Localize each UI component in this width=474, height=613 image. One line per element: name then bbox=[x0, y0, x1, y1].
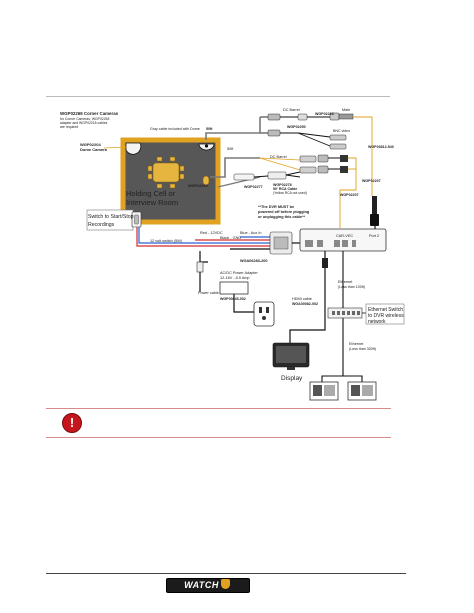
part-02250-label: WGP02250 bbox=[287, 125, 306, 129]
wire-switch-label: 12 volt switch (5W) bbox=[150, 239, 183, 243]
logo-text-right: GUARD bbox=[190, 593, 226, 603]
display-label: Display bbox=[281, 375, 303, 382]
ethernet-run bbox=[321, 251, 405, 382]
watchguard-logo: WATCH GUARD bbox=[166, 578, 250, 603]
ethernet-1-label: Ethernet bbox=[338, 280, 353, 284]
part-02277-label: WGP02277 bbox=[244, 185, 263, 189]
dc-barrel-top-label: DC Barrel bbox=[283, 108, 300, 112]
dvr-port-label: Port 2 bbox=[369, 234, 379, 238]
display-monitor-icon bbox=[272, 342, 310, 370]
exclamation-icon: ! bbox=[62, 413, 82, 433]
shield-icon bbox=[220, 579, 230, 589]
dome-camera-name: Dome Camera bbox=[80, 147, 108, 152]
switch-wires bbox=[136, 227, 300, 255]
table-icon bbox=[152, 162, 180, 183]
dc-and-rca-cables bbox=[210, 154, 357, 228]
power-adapter-label-1: AC/DC Power Adapter bbox=[220, 271, 259, 275]
top-connectors bbox=[267, 112, 373, 196]
cable-50ft-label: 50ft bbox=[227, 147, 234, 151]
workstation-icon-right bbox=[347, 381, 377, 401]
power-adapter-label-2: 12-16V - 8.5 Amp bbox=[220, 276, 250, 280]
logo-text-left: WATCH bbox=[184, 580, 219, 590]
room-label-1: Holding Cell or bbox=[126, 189, 176, 198]
workstation-icon-left bbox=[309, 381, 339, 401]
dome-camera-part: WGP02204 bbox=[80, 142, 101, 147]
bnc-video-label: BNC video bbox=[333, 129, 350, 133]
dc-barrel-mid-label: DC Barrel bbox=[270, 155, 287, 159]
power-cable-label: Power cable bbox=[198, 291, 219, 295]
chairs-icon bbox=[147, 156, 185, 189]
wire-blue-label: Blue - Aux In bbox=[240, 231, 262, 235]
switch-label-2: Recordings bbox=[88, 222, 115, 228]
corner-cameras-note-2: adapter and WGP02218 cables bbox=[60, 121, 108, 125]
rca-cable-label: 50' RCA Cable bbox=[273, 187, 297, 191]
wire-black-label: Black - GND bbox=[220, 236, 241, 240]
gray-cable-length: 50ft bbox=[206, 127, 213, 131]
hdmi-cable-label: HDMI cable bbox=[292, 297, 312, 301]
corner-cameras-note-1: for Corner Cameras, WGP02263 bbox=[60, 117, 109, 121]
part-08082-label: WGA00082-002 bbox=[292, 302, 318, 306]
important-note: ! bbox=[46, 408, 391, 438]
dvr-warning-2: powered off before plugging bbox=[258, 210, 310, 214]
ethernet-2-length: (Less than 300ft) bbox=[349, 347, 376, 351]
switch-box-label-1: Ethernet Switch bbox=[368, 307, 403, 313]
dvr-warning-3: or unplugging this cable** bbox=[258, 215, 306, 219]
ethernet-1-length: (Less than 100ft) bbox=[338, 285, 365, 289]
room-label-2: Interview Room bbox=[126, 198, 178, 207]
part-02208-label: WGP02208 bbox=[188, 184, 208, 188]
part-02207-right-label: WGP02207 bbox=[362, 179, 381, 183]
corner-camera-icon bbox=[125, 142, 142, 155]
power-brick-icon bbox=[219, 281, 249, 295]
rca-note-label: (Yellow RCA not used) bbox=[273, 191, 307, 195]
part-00845-label: WGP00845-002 bbox=[220, 297, 246, 301]
header-rule bbox=[46, 96, 390, 97]
gray-cable-label: Gray cable included with Dome bbox=[150, 127, 200, 131]
port2-connector bbox=[370, 196, 379, 230]
part-02207-mid-label: WGP02207 bbox=[340, 193, 359, 197]
corner-cameras-note-3: are required bbox=[60, 125, 78, 129]
gray-dome-cable bbox=[205, 116, 268, 140]
dvr-model-label: CAR-VEC bbox=[336, 234, 353, 238]
male-label: Male bbox=[342, 108, 350, 112]
outlet-icon bbox=[253, 301, 275, 327]
switch-box-label-3: network bbox=[368, 319, 386, 325]
part-02218-label: WGP02218 bbox=[315, 112, 334, 116]
hdmi-cable bbox=[289, 251, 328, 344]
switch-label-1: Switch to Start/Stop bbox=[88, 214, 134, 220]
power-adapter bbox=[196, 251, 275, 327]
holding-room: Holding Cell or Interview Room WGP02208 bbox=[120, 137, 221, 225]
wire-red-label: Red - 12VDC bbox=[200, 231, 223, 235]
part-06283-label: WGA06283-200 bbox=[240, 259, 267, 263]
part-03812-label: WGP03812-540 bbox=[368, 145, 394, 149]
record-switch bbox=[86, 209, 142, 231]
part-02278-label: WGP02278 bbox=[273, 183, 292, 187]
ethernet-2-label: Ethernet bbox=[349, 342, 364, 346]
switch-box-label-2: to DVR wireless bbox=[368, 313, 404, 319]
microphone-icon bbox=[202, 175, 210, 186]
dome-camera-icon bbox=[198, 143, 215, 151]
dvr-unit bbox=[299, 228, 387, 252]
dvr-warning-1: **The DVR MUST be bbox=[258, 205, 294, 209]
footer-rule bbox=[46, 573, 406, 574]
corner-cameras-title: WGP02265 Corner Cameras bbox=[60, 111, 119, 116]
